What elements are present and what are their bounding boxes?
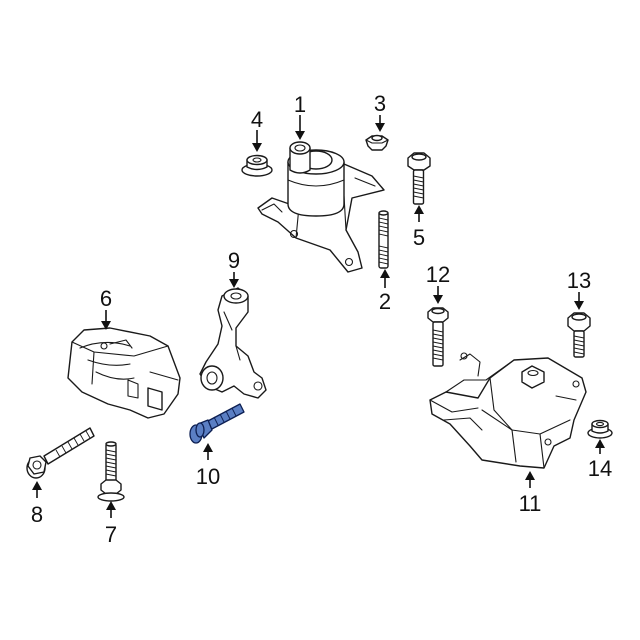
- part-2-stud: [378, 210, 389, 269]
- part-12-long-bolt: [427, 307, 449, 367]
- callout-6-number: 6: [100, 286, 112, 311]
- callout-13-number: 13: [567, 268, 591, 293]
- callout-7: 7: [105, 501, 117, 547]
- part-1-engine-mount: [257, 141, 385, 273]
- part-14-flange-nut: [587, 419, 613, 439]
- part-3-nut: [365, 134, 389, 151]
- callout-8: 8: [31, 481, 43, 527]
- part-9-torque-link: [199, 287, 267, 399]
- callout-8-number: 8: [31, 502, 43, 527]
- callout-10-number: 10: [196, 464, 220, 489]
- callout-2: 2: [379, 269, 391, 314]
- part-7-bolt: [97, 441, 125, 502]
- callout-1: 1: [294, 92, 306, 140]
- callout-4: 4: [251, 107, 263, 152]
- callout-14-number: 14: [588, 456, 612, 481]
- callout-4-number: 4: [251, 107, 263, 132]
- part-11-transmission-mount: [429, 352, 587, 469]
- callout-13: 13: [567, 268, 591, 310]
- part-6-mount-bracket: [67, 327, 181, 419]
- callout-3-number: 3: [374, 91, 386, 116]
- part-4-flange-nut: [241, 154, 273, 177]
- part-8-long-bolt: [26, 427, 95, 479]
- part-10-bolt-highlighted: [189, 403, 245, 444]
- callout-9: 9: [228, 248, 240, 288]
- callout-12-number: 12: [426, 262, 450, 287]
- callout-5: 5: [413, 205, 425, 250]
- callout-11: 11: [519, 471, 542, 516]
- part-13-bolt: [567, 312, 591, 358]
- callout-14: 14: [588, 439, 612, 481]
- callout-9-number: 9: [228, 248, 240, 273]
- callout-5-number: 5: [413, 225, 425, 250]
- callout-1-number: 1: [294, 92, 306, 117]
- callout-10: 10: [196, 443, 220, 489]
- callout-12: 12: [426, 262, 450, 304]
- callout-6: 6: [100, 286, 112, 330]
- part-5-bolt: [407, 152, 431, 205]
- callout-7-number: 7: [105, 522, 117, 547]
- callout-3: 3: [374, 91, 386, 132]
- callout-2-number: 2: [379, 289, 391, 314]
- callout-11-number: 11: [519, 491, 542, 516]
